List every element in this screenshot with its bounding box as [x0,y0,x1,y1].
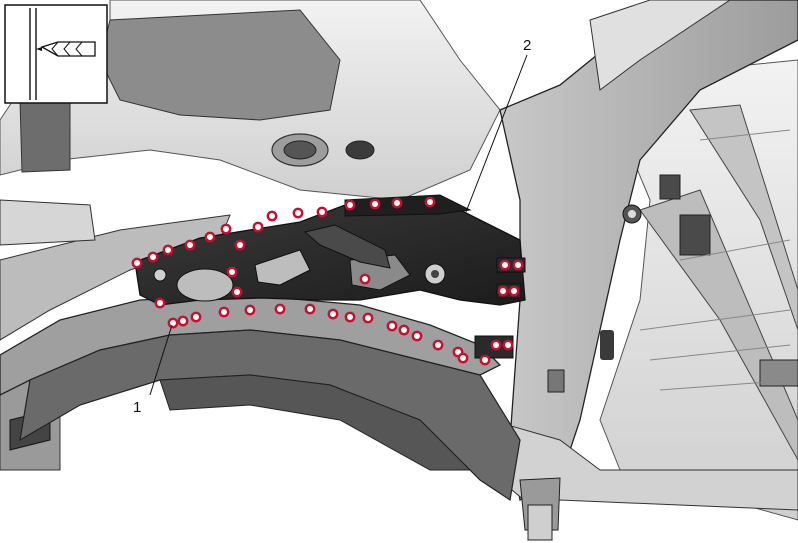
callout-2-leader [465,54,528,213]
weld-marker [177,315,189,327]
weld-marker [162,244,174,256]
callout-leaders [149,54,528,396]
weld-marker [231,286,243,298]
callout-1-leader [149,324,173,396]
weld-marker [292,207,304,219]
weld-marker [344,311,356,323]
weld-marker [131,257,143,269]
weld-marker [479,354,491,366]
weld-marker [218,306,230,318]
weld-marker [147,251,159,263]
callout-1-label: 1 [133,399,141,416]
weld-marker [362,312,374,324]
weld-marker [184,239,196,251]
weld-marker [274,303,286,315]
weld-marker [167,317,179,329]
weld-marker [369,198,381,210]
weld-marker [512,259,524,271]
weld-marker [252,221,264,233]
weld-marker [424,196,436,208]
weld-marker [190,311,202,323]
weld-marker [359,273,371,285]
part-1-wheelhouse-rail [0,294,521,502]
weld-marker [327,308,339,320]
weld-marker [316,206,328,218]
callout-2-label: 2 [523,37,531,54]
weld-marker [304,303,316,315]
weld-marker [457,352,469,364]
weld-marker [432,339,444,351]
weld-marker [411,330,423,342]
weld-marker [386,320,398,332]
weld-marker [244,304,256,316]
weld-markers [131,196,524,366]
weld-marker [154,297,166,309]
weld-marker [391,197,403,209]
a-pillar [489,0,798,541]
weld-marker [344,199,356,211]
weld-marker [220,223,232,235]
weld-marker [204,231,216,243]
weld-marker [490,339,502,351]
weld-marker [398,324,410,336]
weld-marker [234,239,246,251]
weld-marker [508,285,520,297]
weld-marker [266,210,278,222]
weld-marker [497,285,509,297]
weld-marker [499,259,511,271]
drill-through-panel-icon [4,4,108,104]
weld-marker [226,266,238,278]
weld-marker [502,339,514,351]
